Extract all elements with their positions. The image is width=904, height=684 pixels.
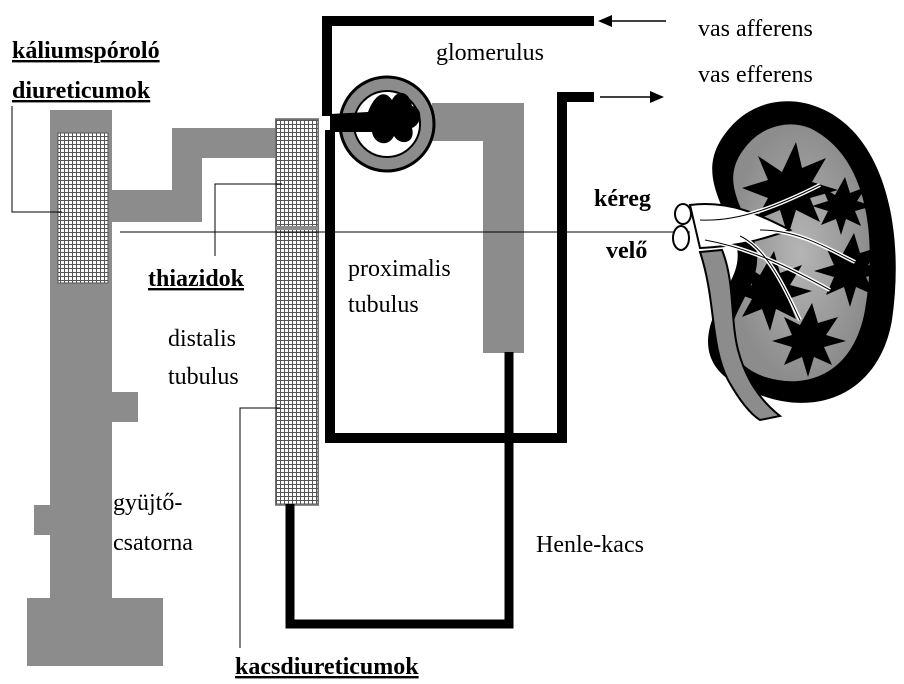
label-kaliumsporolo-2: diureticumok bbox=[12, 78, 151, 104]
leader-kacsdiureticumok bbox=[240, 408, 280, 648]
connecting-tubule bbox=[112, 128, 277, 222]
label-gyujto-1: gyüjtő- bbox=[113, 490, 182, 516]
leader-thiazidok bbox=[215, 184, 282, 256]
label-vas-efferens: vas efferens bbox=[698, 62, 813, 88]
label-kaliumsporolo-1: káliumspóroló bbox=[12, 38, 160, 64]
arrow-afferens bbox=[598, 15, 666, 27]
kidney-illustration bbox=[673, 101, 896, 420]
label-proximalis-2: tubulus bbox=[348, 292, 419, 318]
label-proximalis-1: proximalis bbox=[348, 256, 451, 282]
label-distalis-1: distalis bbox=[168, 326, 236, 352]
arrow-efferens bbox=[600, 91, 664, 103]
label-vas-afferens: vas afferens bbox=[698, 16, 813, 42]
label-henle: Henle-kacs bbox=[536, 532, 644, 558]
label-kereg: kéreg bbox=[594, 186, 651, 212]
henle-loop bbox=[290, 352, 509, 624]
label-velo: velő bbox=[606, 238, 647, 264]
label-kacsdiureticumok: kacsdiureticumok bbox=[235, 654, 419, 680]
label-distalis-2: tubulus bbox=[168, 364, 239, 390]
label-gyujto-2: csatorna bbox=[113, 530, 193, 556]
label-thiazidok: thiazidok bbox=[148, 266, 245, 292]
distal-tubule-hatch bbox=[276, 120, 318, 504]
proximal-tubule bbox=[432, 103, 524, 353]
label-glomerulus: glomerulus bbox=[436, 40, 544, 66]
kaliumsporolo-site-hatch bbox=[58, 133, 108, 283]
